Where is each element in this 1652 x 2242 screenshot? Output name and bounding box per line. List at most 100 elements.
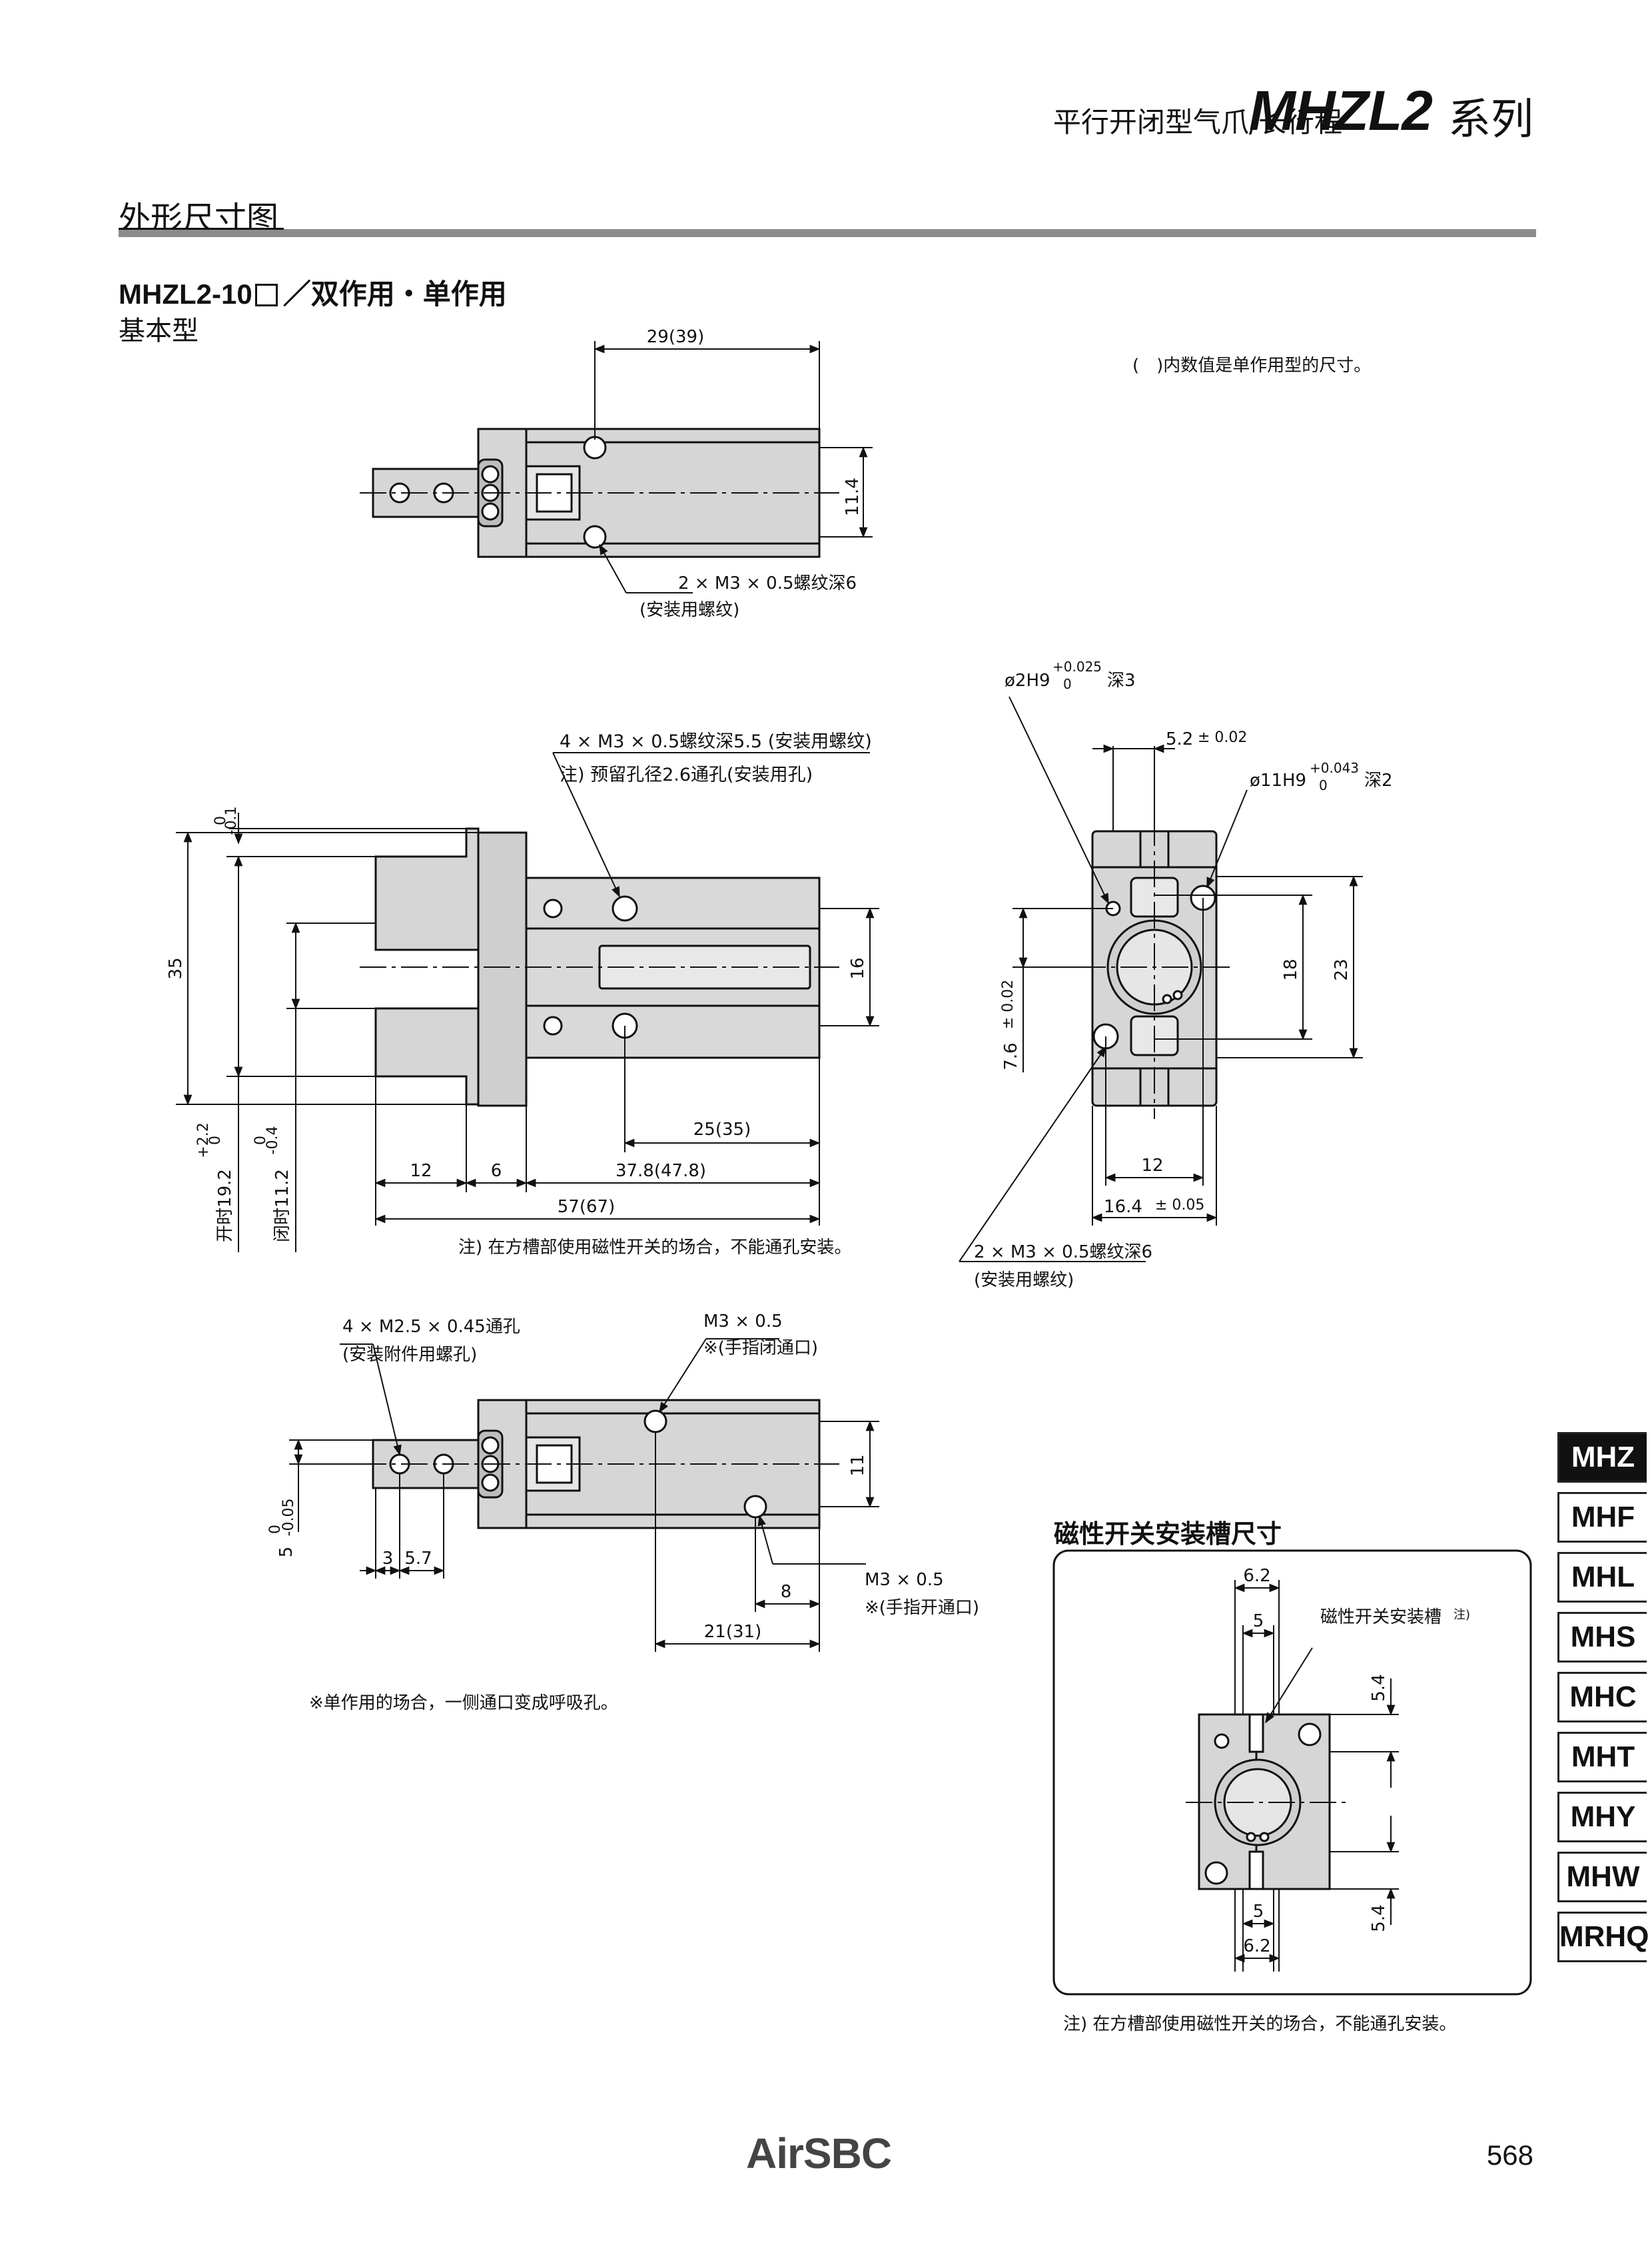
magnet-dim-5-top: 5: [1253, 1611, 1264, 1631]
tab-mhf[interactable]: MHF: [1557, 1492, 1647, 1543]
front-finger-upper: [374, 827, 480, 951]
magnet-dim-62-bot: 6.2: [1243, 1936, 1270, 1956]
top-thread-purpose: (安装用螺纹): [639, 600, 739, 620]
dim-open-label: 开时19.2: [215, 1169, 235, 1242]
dim-open-tol-top: +2.2: [195, 1122, 212, 1158]
side-dim-18: 18: [1281, 958, 1301, 980]
side-pin-depth: 深3: [1107, 671, 1136, 691]
front-flange: [477, 831, 528, 1107]
brand-logo: AirSBC: [746, 2129, 892, 2177]
front-view-dims: [176, 752, 879, 1252]
dim-close-tol-bot: -0.4: [264, 1126, 281, 1155]
header-model: MHZL2: [1249, 79, 1433, 142]
side-pin-tol-bot: 0: [1063, 676, 1072, 692]
side-pin-tol-top: +0.025: [1052, 659, 1102, 675]
bottom-dim-11: 11: [848, 1454, 868, 1476]
magnet-dim-62-top: 6.2: [1243, 1566, 1270, 1586]
bottom-view: [360, 1399, 839, 1529]
side-bore-tol-bot: 0: [1319, 777, 1328, 793]
dim-top-width: 29(39): [647, 327, 704, 347]
model-box-icon: [254, 284, 278, 306]
dim-4-tol-top: 0: [212, 816, 229, 825]
dim-close-tol-top: 0: [252, 1136, 269, 1145]
magnet-dims: [1234, 1580, 1399, 1972]
header-series: 系列: [1448, 95, 1533, 145]
magnet-note: 注) 在方槽部使用磁性开关的场合，不能通孔安装。: [1063, 2014, 1457, 2034]
side-dim-76-tol: ± 0.02: [1000, 980, 1017, 1029]
front-view: [360, 827, 839, 1107]
top-view: [360, 428, 839, 558]
tab-mht[interactable]: MHT: [1557, 1732, 1647, 1782]
tab-mhl[interactable]: MHL: [1557, 1552, 1647, 1603]
dim-16: 16: [848, 957, 868, 979]
side-dim-164: 16.4: [1104, 1197, 1142, 1217]
dim-6: 6: [491, 1161, 502, 1181]
bottom-dim-3: 3: [382, 1549, 394, 1569]
side-thread-purpose: (安装用螺纹): [974, 1270, 1074, 1290]
bottom-port-close: M3 × 0.5: [703, 1311, 783, 1331]
front-finger-lower: [374, 1007, 480, 1106]
side-dim-164-tol: ± 0.05: [1155, 1197, 1204, 1214]
side-pin-label: ø2H9: [1005, 671, 1050, 691]
note-single: ※单作用的场合，一侧通口变成呼吸孔。: [309, 1693, 618, 1713]
magnet-slot-sup: 注): [1453, 1608, 1470, 1622]
tab-mhw[interactable]: MHW: [1557, 1852, 1647, 1902]
front-thread-note: 4 × M3 × 0.5螺纹深5.5 (安装用螺纹): [560, 731, 872, 752]
magnet-box: [1052, 1549, 1532, 1996]
model-title-suffix: ／双作用・单作用: [282, 278, 507, 310]
dim-12: 12: [410, 1161, 432, 1181]
side-bore-tol-top: +0.043: [1310, 760, 1359, 776]
side-bore-depth: 深2: [1364, 771, 1393, 791]
magnet-slot-label: 磁性开关安装槽: [1320, 1607, 1442, 1627]
model-title: MHZL2-10 ／双作用・单作用: [119, 272, 507, 312]
bottom-port-open: M3 × 0.5: [865, 1570, 944, 1590]
dim-25: 25(35): [693, 1120, 751, 1140]
dim-57: 57(67): [558, 1197, 615, 1217]
dim-35: 35: [166, 957, 186, 979]
side-dim-76: 7.6: [1001, 1042, 1021, 1070]
side-view-dims: [959, 696, 1363, 1262]
magnet-dim-54-bot: 5.4: [1369, 1904, 1389, 1932]
bottom-dim-5-tol-bot: -0.05: [280, 1499, 297, 1537]
bottom-attach-purpose: (安装附件用螺孔): [342, 1345, 477, 1365]
note-main: 注) 在方槽部使用磁性开关的场合，不能通孔安装。: [458, 1238, 852, 1258]
bottom-port-close-note: ※(手指闭通口): [703, 1338, 818, 1358]
magnet-title: 磁性开关安装槽尺寸: [1054, 1519, 1282, 1549]
bottom-dim-5-tol-top: 0: [267, 1525, 284, 1534]
model-subtitle: 基本型: [119, 316, 199, 346]
bottom-view-dims: [289, 1338, 879, 1652]
top-view-dims: [594, 341, 873, 593]
tab-mrhq[interactable]: MRHQ: [1557, 1912, 1649, 1962]
side-dim-23: 23: [1332, 958, 1352, 980]
side-dim-52: 5.2: [1166, 729, 1193, 749]
model-title-prefix: MHZL2-10: [119, 278, 252, 310]
side-view: [1079, 819, 1232, 1119]
bottom-dim-5: 5: [276, 1547, 296, 1558]
section-rule-accent: [119, 228, 284, 230]
side-thread-note: 2 × M3 × 0.5螺纹深6: [974, 1242, 1152, 1262]
header-subtitle: 平行开闭型气爪/长行程: [1052, 106, 1342, 139]
front-thread-note2: 注) 预留孔径2.6通孔(安装用孔): [560, 765, 813, 785]
dim-4-tol-bot: -0.1: [223, 807, 240, 835]
dim-open-tol-bot: 0: [207, 1136, 224, 1145]
bottom-attach-note: 4 × M2.5 × 0.45通孔: [342, 1317, 520, 1337]
magnet-dim-5-bot: 5: [1253, 1902, 1264, 1922]
bottom-dim-5-7: 5.7: [404, 1549, 432, 1569]
magnet-dim-54-top: 5.4: [1369, 1674, 1389, 1701]
tab-mhy[interactable]: MHY: [1557, 1792, 1647, 1842]
bottom-port-open-note: ※(手指开通口): [865, 1598, 979, 1618]
dim-close-label: 闭时11.2: [272, 1169, 292, 1242]
tab-mhz[interactable]: MHZ: [1557, 1432, 1647, 1483]
dim-37-8: 37.8(47.8): [616, 1161, 706, 1181]
bottom-dim-21: 21(31): [704, 1622, 761, 1642]
side-dim-52-tol: ± 0.02: [1198, 729, 1247, 746]
page-number: 568: [1486, 2139, 1533, 2171]
tab-mhs[interactable]: MHS: [1557, 1612, 1647, 1663]
top-thread-note: 2 × M3 × 0.5螺纹深6: [678, 573, 857, 593]
dim-top-height: 11.4: [843, 478, 863, 516]
tab-mhc[interactable]: MHC: [1557, 1672, 1647, 1722]
side-dim-12: 12: [1141, 1156, 1163, 1176]
bottom-dim-8: 8: [781, 1582, 792, 1602]
section-rule: [119, 229, 1536, 237]
